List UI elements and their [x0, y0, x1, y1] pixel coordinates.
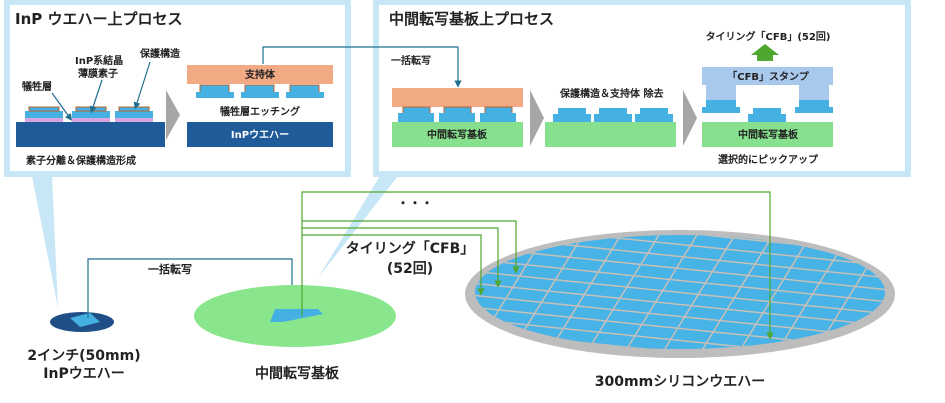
tile-gap — [475, 235, 885, 268]
support — [187, 65, 333, 84]
tile-gap — [619, 235, 701, 349]
substrate-label: 中間転写基板 — [427, 128, 488, 141]
stamp-label: 「CFB」スタンプ — [727, 70, 809, 83]
panel-title: InP ウエハー上プロセス — [15, 10, 182, 28]
cfb-stamp — [702, 67, 833, 113]
substrate — [702, 122, 833, 147]
label-sacrificial: 犠牲層 — [22, 80, 52, 93]
support — [392, 88, 523, 107]
panel-intermediate-process: 中間転写基板上プロセス 一括転写 中間転写基板 保護構造＆支持体 除去 タイリン… — [373, 0, 911, 177]
green-up-arrow — [751, 44, 779, 61]
remove-label: 保護構造＆支持体 除去 — [559, 87, 663, 100]
label-crystal: InP系結晶 — [75, 54, 123, 67]
step-arrow — [166, 90, 180, 140]
tiling-label: タイリング「CFB」(52回) — [706, 30, 831, 43]
tile-gap — [460, 174, 900, 219]
panel-title-2: 中間転写基板上プロセス — [389, 10, 554, 28]
substrate-label: 中間転写基板 — [738, 128, 799, 141]
bulk-transfer-label-bottom: 一括転写 — [148, 262, 192, 276]
tiling-count-bottom: (52回) — [387, 261, 433, 277]
callout-tail-inter — [318, 176, 398, 278]
device-bases — [398, 113, 516, 122]
remaining-device-base — [748, 114, 786, 122]
substrate — [392, 122, 523, 147]
step-arrow — [683, 90, 697, 146]
pickup-label: 選択的にピックアップ — [718, 153, 819, 166]
inp-wafer — [16, 122, 165, 147]
panel-inp-process: InP ウエハー上プロセス 犠牲層 InP系結晶 薄膜素子 保護構造 素子分離＆… — [4, 0, 351, 177]
ellipsis: ・・・ — [397, 196, 433, 210]
inp-wafer-2 — [187, 122, 333, 147]
tiling-connectors — [301, 191, 774, 340]
label-crystal-2: 薄膜素子 — [78, 67, 118, 80]
support-label: 支持体 — [244, 68, 276, 81]
si-wafer-caption: 300mmシリコンウエハー — [595, 374, 765, 390]
inp-wafer-2inch — [50, 312, 114, 332]
label-protect: 保護構造 — [139, 47, 181, 60]
callout-tail-inp — [32, 176, 58, 308]
wafer-label: InPウエハー — [231, 129, 289, 141]
substrate — [545, 122, 676, 147]
tiling-label-bottom: タイリング「CFB」 — [346, 240, 475, 257]
tile-gap — [657, 235, 739, 349]
caption-step1: 素子分離＆保護構造形成 — [26, 154, 136, 167]
tile-gap — [475, 257, 885, 304]
tile-gap — [695, 235, 777, 349]
etching-label: 犠牲層エッチング — [220, 105, 300, 118]
tile-gap — [733, 235, 815, 349]
step-arrow — [530, 90, 544, 146]
tile-gap — [460, 186, 900, 231]
intermediate-substrate — [194, 285, 396, 347]
remaining-device — [753, 108, 781, 115]
devices — [553, 108, 673, 122]
released-devices — [196, 84, 324, 98]
bulk-transfer-connector — [262, 46, 462, 88]
inter-substrate-caption: 中間転写基板 — [255, 365, 340, 382]
inp-wafer-caption-2: InPウエハー — [43, 366, 124, 382]
tile-gap — [475, 281, 885, 328]
bulk-transfer-label: 一括転写 — [391, 54, 431, 67]
tile-gap — [581, 235, 663, 349]
tile-gap — [924, 230, 945, 360]
inp-wafer-caption: 2インチ(50mm) — [27, 348, 140, 364]
thin-film-devices — [25, 106, 153, 122]
tile-gap — [475, 269, 885, 316]
silicon-wafer-300mm — [460, 174, 945, 360]
tile-gap — [475, 317, 885, 349]
